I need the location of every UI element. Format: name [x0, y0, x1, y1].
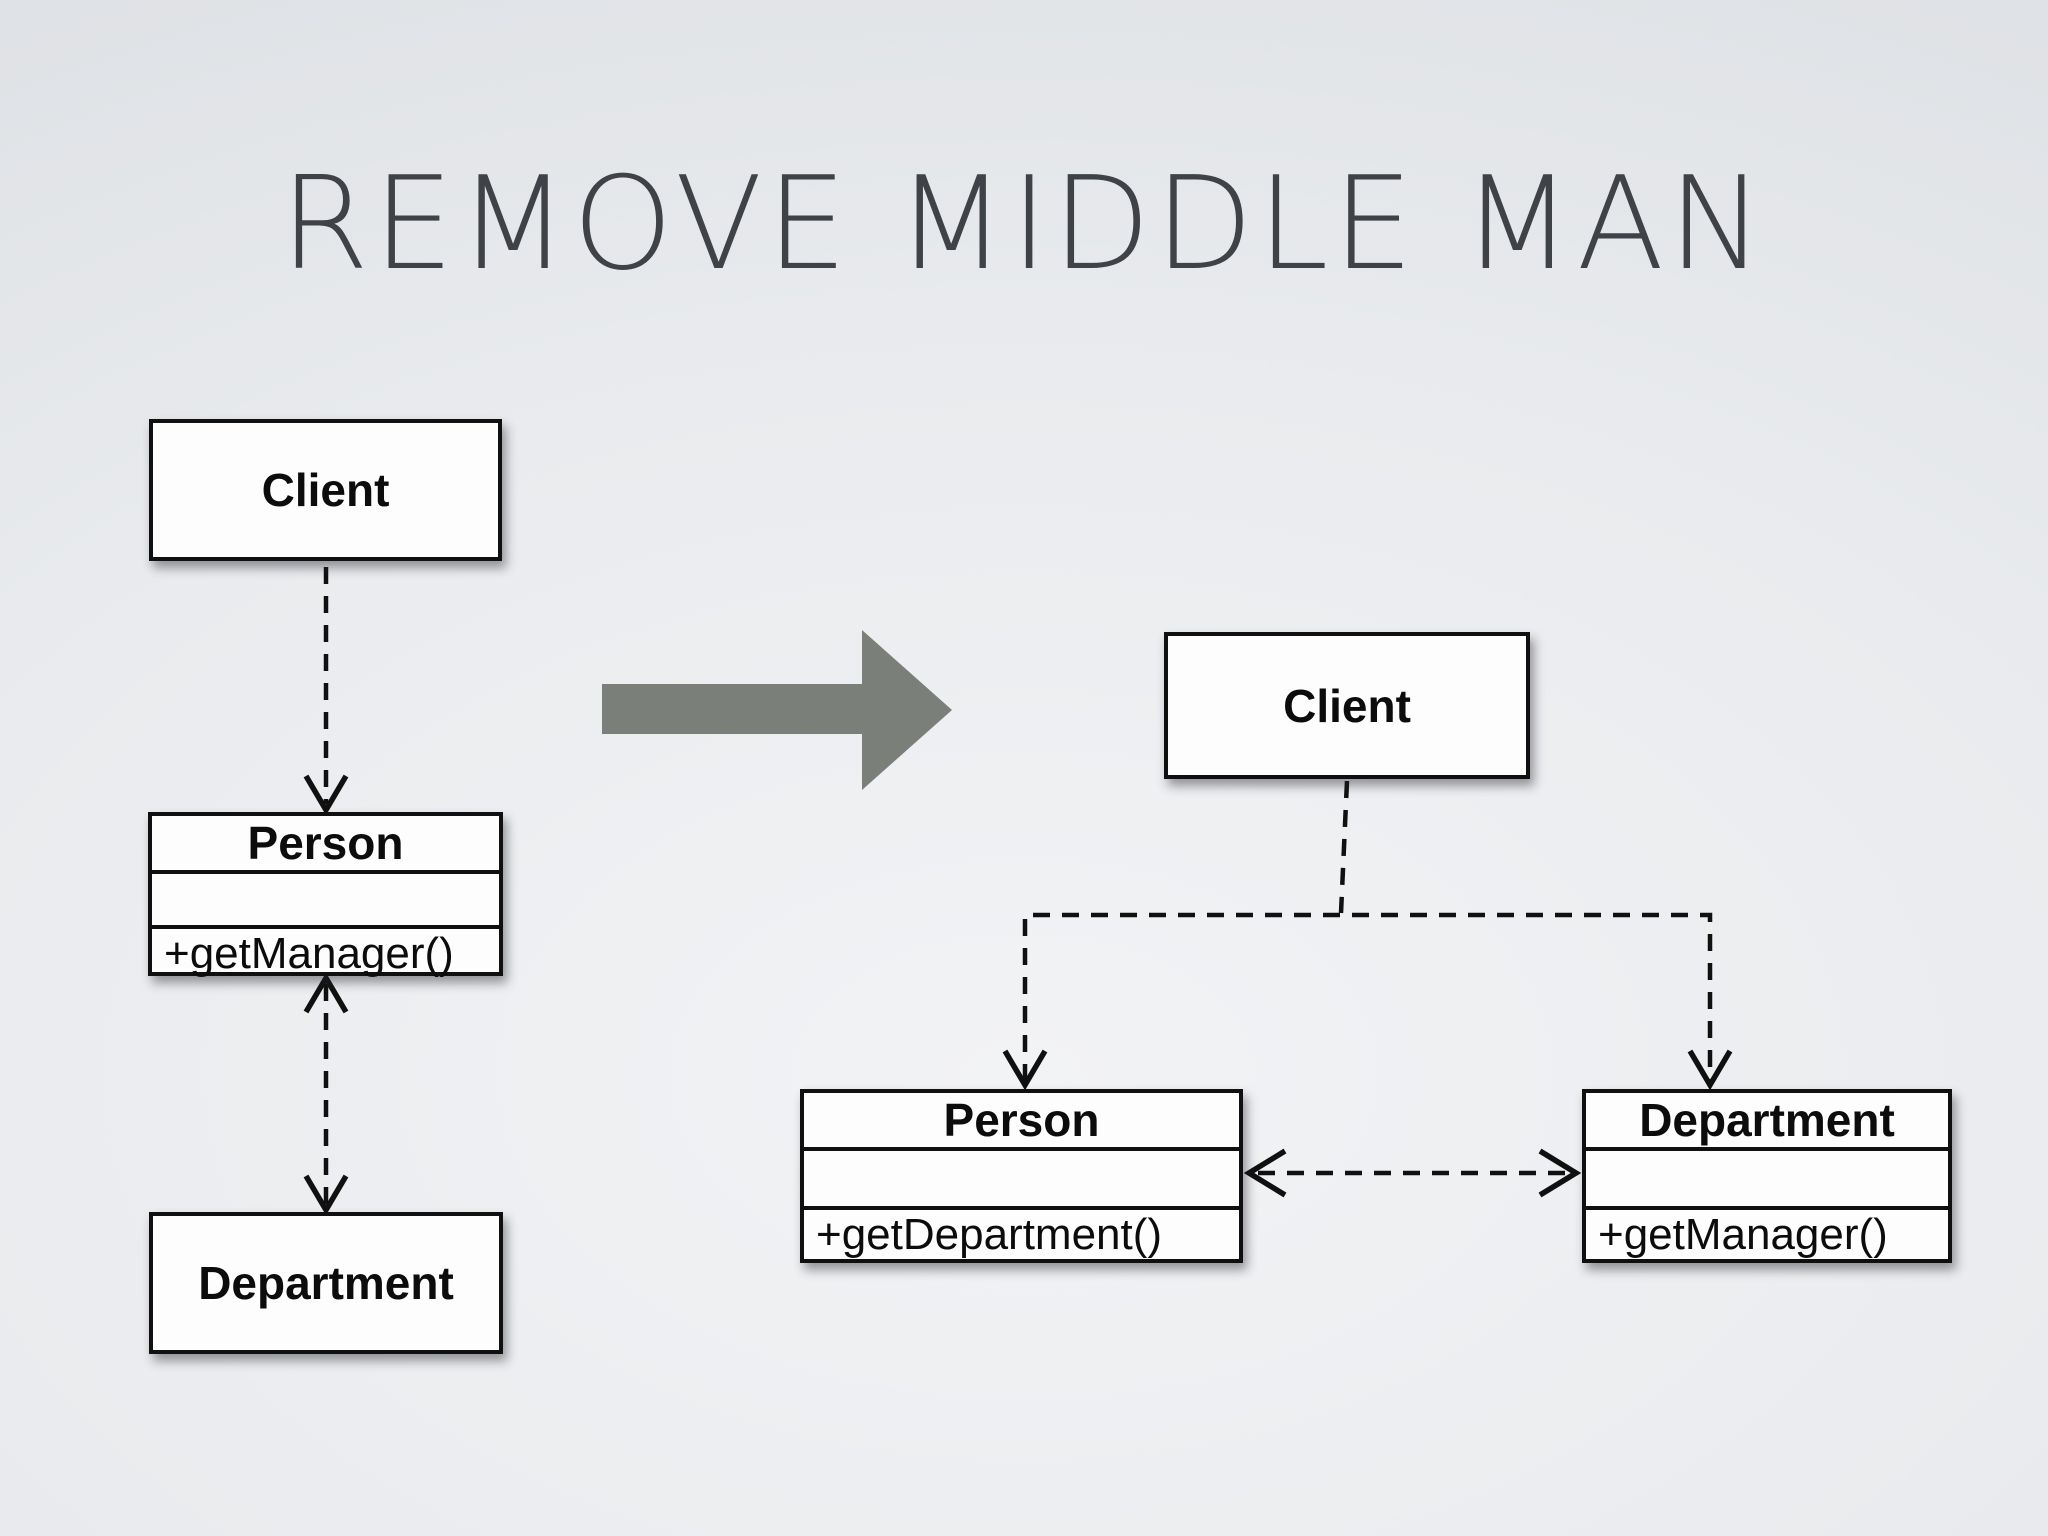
- class-title: Client: [261, 464, 390, 516]
- before-person-up-arrowhead-icon: [303, 972, 349, 1014]
- before-client-class-box: Client: [149, 419, 502, 561]
- class-methods-compartment: +getDepartment(): [804, 1205, 1239, 1260]
- class-title: Person: [943, 1094, 1100, 1146]
- after-department-class-box: Department +getManager(): [1582, 1089, 1952, 1263]
- class-title: Department: [198, 1257, 454, 1309]
- class-attributes-compartment: [152, 870, 499, 925]
- after-client-class-box: Client: [1164, 632, 1530, 779]
- before-person-class-box: Person +getManager(): [148, 812, 503, 979]
- class-attributes-compartment: [804, 1147, 1239, 1206]
- before-department-class-box: Department: [149, 1212, 503, 1354]
- slide-title: REMOVE MIDDLE MAN: [280, 150, 1768, 299]
- after-person-left-arrowhead-icon: [1243, 1148, 1287, 1198]
- class-title: Client: [1283, 679, 1411, 732]
- before-department-down-arrowhead-icon: [303, 1174, 349, 1216]
- after-person-down-arrowhead-icon: [1002, 1049, 1048, 1091]
- after-department-down-arrowhead-icon: [1687, 1049, 1733, 1091]
- class-title: Department: [1639, 1094, 1895, 1146]
- after-person-class-box: Person +getDepartment(): [800, 1089, 1243, 1263]
- class-attributes-compartment: [1586, 1147, 1948, 1206]
- after-department-right-arrowhead-icon: [1538, 1148, 1582, 1198]
- before-person-down-arrowhead-icon: [303, 774, 349, 816]
- class-title: Person: [247, 817, 404, 869]
- after-branch-line: [1022, 912, 1713, 1081]
- transform-arrow: [602, 630, 952, 790]
- class-methods-compartment: +getManager(): [1586, 1205, 1948, 1260]
- after-client-stem-line: [1338, 780, 1350, 914]
- class-methods-compartment: +getManager(): [152, 925, 499, 979]
